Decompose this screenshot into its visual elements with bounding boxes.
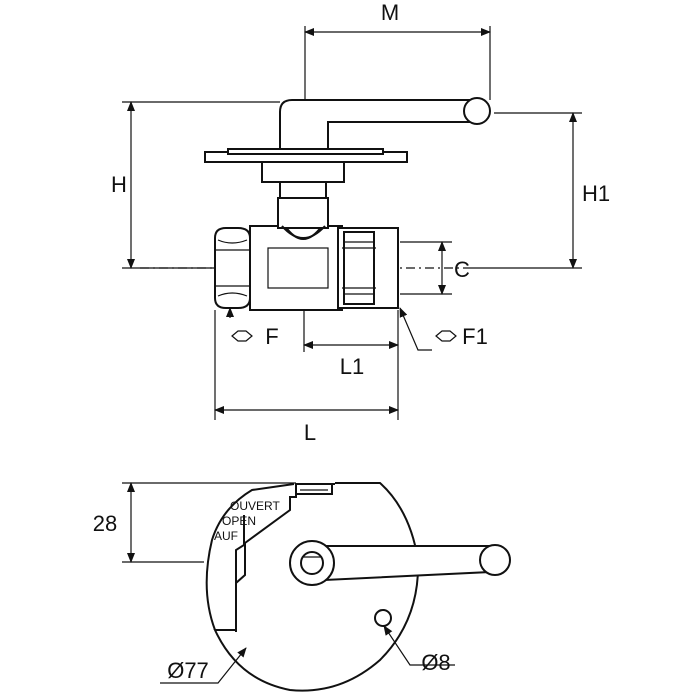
- handle-knob-plan: [479, 544, 511, 576]
- mounting-plate-outline: [213, 482, 420, 692]
- inner-bore: [267, 247, 329, 289]
- label-d8: Ø8: [421, 650, 450, 675]
- label-c: C: [454, 257, 470, 282]
- plate-notch: [295, 483, 333, 495]
- hexagon-icon: [435, 330, 457, 342]
- valve-side-view: [140, 97, 491, 311]
- label-d77: Ø77: [167, 658, 209, 683]
- label-h1: H1: [582, 181, 610, 206]
- hexagon-icon: [231, 330, 253, 342]
- marking-auf: AUF: [214, 529, 238, 543]
- marking-ouvert: OUVERT: [230, 499, 280, 513]
- handle-knob: [463, 97, 491, 125]
- label-f: F: [265, 324, 278, 349]
- plate-rim: [227, 148, 384, 155]
- stem-bore: [300, 551, 324, 575]
- label-h: H: [111, 172, 127, 197]
- dimension-lines: [122, 26, 582, 420]
- marking-open: OPEN: [222, 514, 256, 528]
- label-m: M: [381, 0, 399, 25]
- handle-plan: [316, 545, 494, 582]
- label-f1: F1: [462, 324, 488, 349]
- gland-nut: [261, 161, 345, 183]
- body-neck: [277, 197, 329, 229]
- handle-lever: [279, 99, 477, 161]
- label-l: L: [304, 420, 316, 445]
- label-28: 28: [93, 511, 117, 536]
- label-l1: L1: [340, 354, 364, 379]
- fixing-hole: [374, 609, 392, 627]
- plate-top-view: [205, 482, 511, 692]
- hex-port-f: [214, 227, 251, 309]
